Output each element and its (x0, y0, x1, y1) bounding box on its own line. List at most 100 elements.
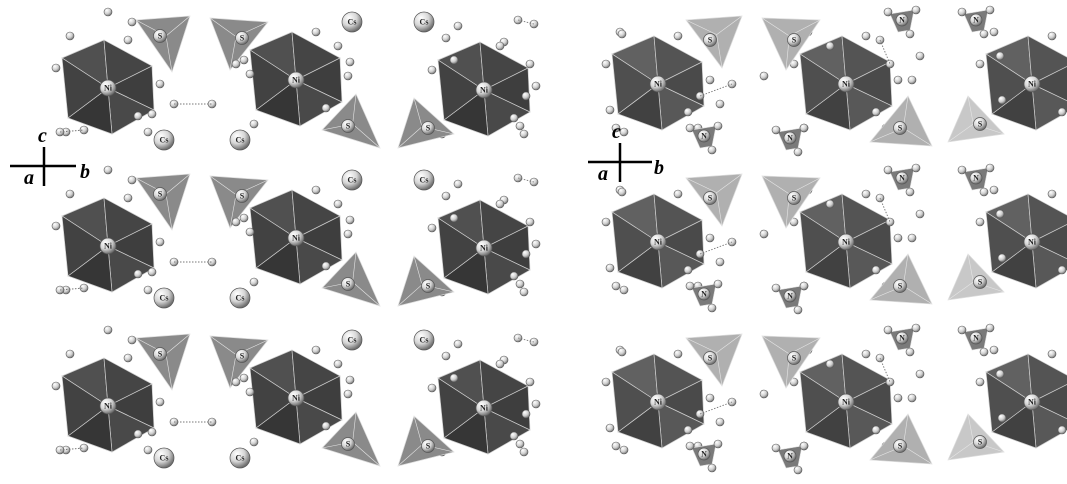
cesium-cation-sphere (341, 169, 363, 191)
hydrogen-atom (449, 55, 459, 65)
nickel-atom: Ni (1023, 393, 1041, 411)
nickel-atom-label: Ni (104, 84, 113, 93)
nickel-atom-sphere (475, 239, 493, 257)
octahedron-face (799, 53, 847, 115)
hydrogen-bond (879, 39, 891, 65)
nitrogen-atom-label: N (787, 292, 793, 301)
so4-tetrahedron-edge (352, 123, 381, 149)
octahedron-face (799, 371, 847, 433)
nitrogen-atom: N (895, 331, 909, 345)
sulfur-atom-sphere (973, 275, 987, 289)
hydrogen-atom (245, 69, 255, 79)
nitrogen-atom: N (895, 13, 909, 27)
nio6-octahedron: Ni (249, 31, 343, 127)
nio6-octahedron: Ni (61, 197, 155, 293)
hydrogen-atom (617, 187, 627, 197)
so4-tetrahedron-edge (413, 415, 423, 445)
cesium-cation: Cs (341, 329, 363, 351)
nickel-atom-label: Ni (480, 244, 489, 253)
so4-tetrahedron-edge (967, 95, 974, 125)
hydrogen-atom (611, 281, 621, 291)
nio6-octahedron: Ni (61, 357, 155, 453)
nickel-atom-label: Ni (292, 234, 301, 243)
so4-tetrahedron-edge (229, 36, 237, 71)
sulfur-atom-sphere (341, 277, 355, 291)
hydrogen-atom (515, 279, 525, 289)
hydrogen-atom (793, 305, 803, 315)
so4-tetrahedron-edge (397, 284, 423, 307)
hydrogen-atom (995, 369, 1005, 379)
sulfur-atom-label: S (240, 352, 245, 361)
sulfur-atom: S (703, 351, 717, 365)
nickel-atom-label: Ni (104, 242, 113, 251)
sulfur-atom-sphere (787, 33, 801, 47)
cesium-cation: Cs (153, 447, 175, 469)
nitrogen-atom: N (697, 129, 711, 143)
octahedron-face (611, 53, 659, 115)
hydrogen-atom (345, 215, 355, 225)
so4-tetrahedron-edge (947, 441, 974, 461)
nickel-atom-label: Ni (654, 398, 663, 407)
hydrogen-atom (705, 75, 715, 85)
hydrogen-atom (915, 51, 925, 61)
nio6-octahedron: Ni (611, 353, 705, 449)
ammonium-tetrahedron: N (889, 167, 915, 191)
so4-tetrahedron-edge (761, 175, 790, 195)
so4-tetrahedron-edge (165, 193, 173, 231)
nitrogen-atom-sphere (969, 13, 983, 27)
hydrogen-atom (771, 125, 781, 135)
nio6-octahedron: Ni (437, 359, 531, 455)
octahedron-face (985, 53, 1033, 115)
so4-tetrahedron: S (869, 95, 933, 147)
cesium-cation: Cs (341, 11, 363, 33)
octahedron-face (437, 217, 485, 279)
hydrogen-atom (617, 29, 627, 39)
sulfur-atom: S (973, 435, 987, 449)
so4-tetrahedron: S (947, 413, 1005, 461)
hydrogen-atom (861, 31, 871, 41)
nio6-octahedron: Ni (985, 193, 1067, 289)
sulfur-atom: S (787, 33, 801, 47)
hydrogen-atom (509, 431, 519, 441)
hydrogen-atom (1057, 425, 1067, 435)
sulfur-atom-label: S (898, 124, 903, 133)
so4-tetrahedron-face (869, 253, 933, 305)
hydrogen-atom (861, 349, 871, 359)
nitrogen-atom-label: N (701, 290, 707, 299)
so4-tetrahedron: S (761, 335, 821, 389)
hydrogen-atom (885, 59, 895, 69)
hydrogen-atom (143, 127, 153, 137)
hydrogen-atom (343, 71, 353, 81)
sulfur-atom-label: S (792, 354, 797, 363)
hydrogen-atom (893, 75, 903, 85)
octahedron-face (611, 211, 659, 273)
nio6-octahedron: Ni (799, 353, 893, 449)
hydrogen-atom (905, 29, 915, 39)
axis-label-a: a (598, 163, 608, 185)
ammonium-tetrahedron: N (963, 167, 989, 191)
nitrogen-atom-label: N (899, 16, 905, 25)
hydrogen-atom (521, 409, 531, 419)
hydrogen-atom (231, 217, 241, 227)
octahedron-face (437, 59, 485, 121)
so4-tetrahedron-edge (903, 445, 933, 465)
hydrogen-atom (333, 41, 343, 51)
ammonium-tetrahedron: N (777, 285, 803, 309)
so4-tetrahedron-edge (165, 173, 191, 195)
hydrogen-atom (103, 325, 113, 335)
hydrogen-atom (907, 233, 917, 243)
hydrogen-atom (985, 163, 995, 173)
nio6-octahedron: Ni (611, 35, 705, 131)
hydrogen-atom (907, 75, 917, 85)
hydrogen-atom (133, 111, 143, 121)
nitrogen-atom-label: N (701, 450, 707, 459)
ammonium-tetrahedron: N (691, 125, 717, 149)
cesium-cation-label: Cs (420, 18, 429, 27)
so4-tetrahedron-edge (352, 441, 381, 467)
cesium-cation-label: Cs (160, 294, 169, 303)
hydrogen-atom (1047, 31, 1057, 41)
hydrogen-atom (495, 199, 505, 209)
hydrogen-atom (799, 441, 809, 451)
hydrogen-atom (713, 279, 723, 289)
